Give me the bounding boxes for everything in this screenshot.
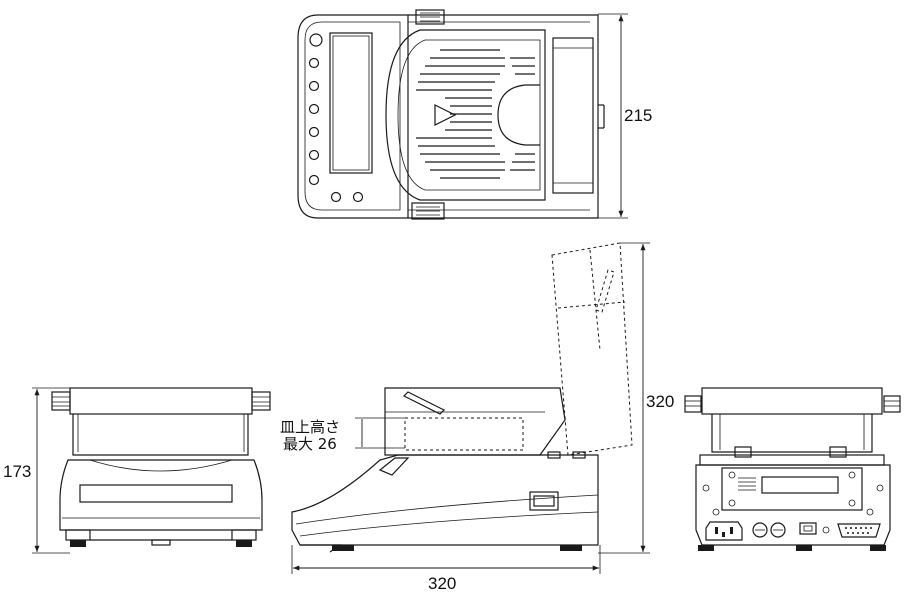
panel-buttons: [308, 33, 364, 203]
dimension-front-height: 173: [3, 462, 31, 481]
front-view: 173: [3, 387, 271, 554]
rear-vents: [738, 477, 756, 491]
rear-view: [684, 387, 901, 551]
top-view: 215: [297, 9, 652, 220]
pan-height-label: 皿上高さ: [280, 418, 340, 436]
pan-height-max: 最大 26: [283, 435, 337, 453]
dimension-top-depth: 215: [624, 106, 652, 125]
dimension-side-height: 320: [646, 392, 674, 411]
side-view: 皿上高さ 最大 26 320 320: [280, 242, 674, 593]
dimension-side-width: 320: [428, 574, 456, 593]
vent-slots: [416, 49, 535, 179]
